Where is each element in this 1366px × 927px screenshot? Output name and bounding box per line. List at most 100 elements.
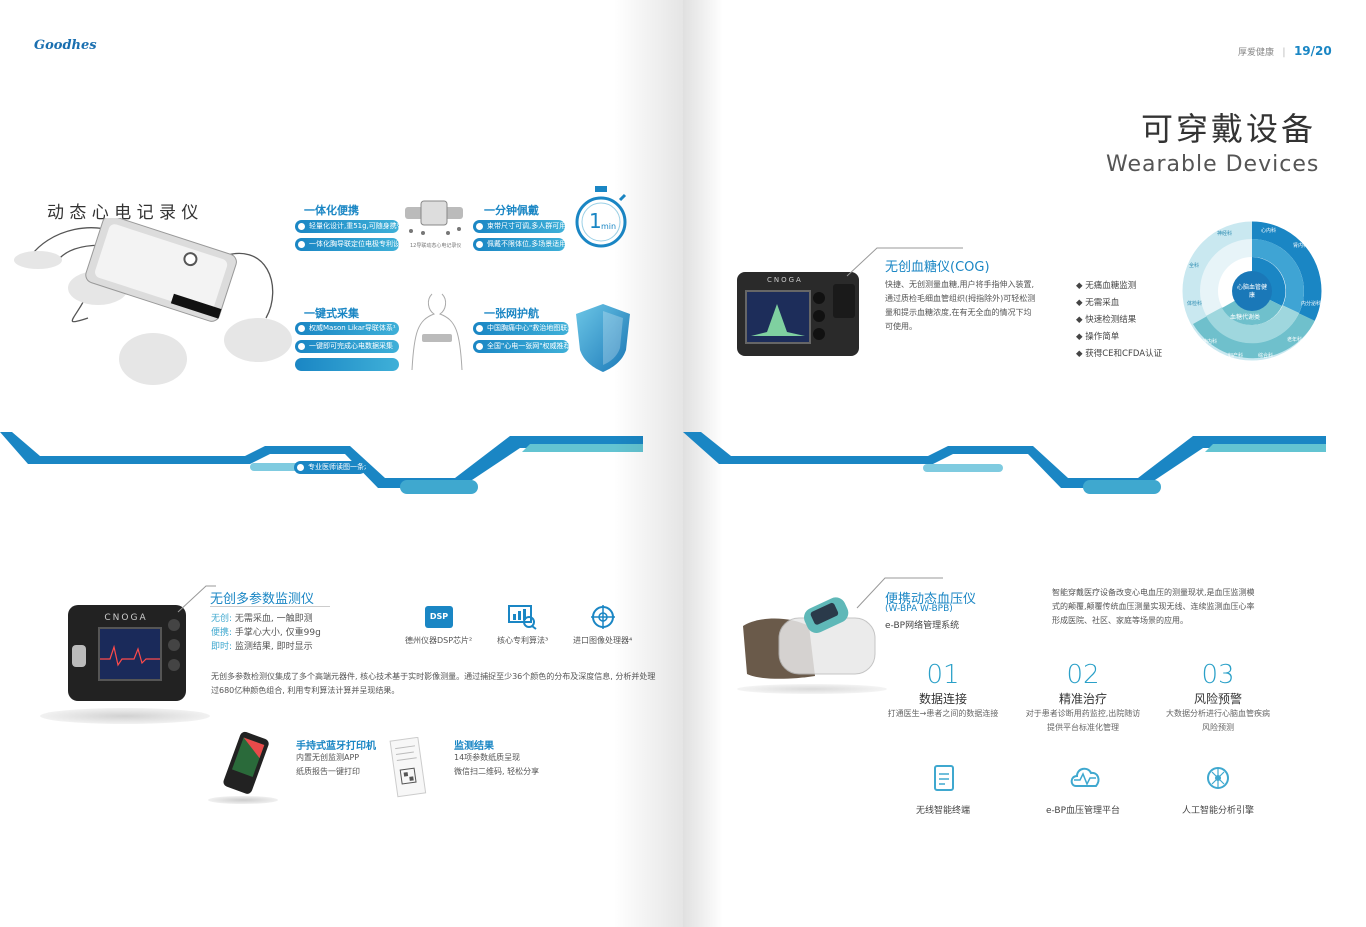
feature-network-item-1: 中国胸痛中心"救治地图联网 (473, 322, 569, 335)
dsp-chip-icon: DSP (425, 606, 453, 628)
feature-3-desc-line-1: 大数据分析进行心脑血管疾病 (1166, 709, 1270, 718)
cog-callout-line (846, 247, 963, 277)
cloud-platform-icon (1070, 767, 1100, 787)
bp-monitor-image (743, 597, 876, 679)
wheel-center-label: 心脑血管健康 (1237, 284, 1268, 299)
feature-portable-item-2: 一体化胸导联定位电极专利设计 (295, 238, 399, 251)
monitor-line-2-value: 手掌心大小, 仅重99g (234, 628, 321, 638)
cloud-platform-label: e-BP血压管理平台 (1045, 806, 1121, 816)
feature-2-title: 精准治疗 (1058, 692, 1107, 706)
feature-3-desc-line-2: 风险预测 (1202, 723, 1234, 732)
bp-desc-line-2: 式的颠覆,颠覆传统血压测量实现无线、连续监测血压心率 (1052, 602, 1255, 611)
printer-line-1: 内置无创监测APP (296, 753, 360, 762)
stopwatch-icon: 1 min (572, 184, 630, 250)
cog-device-brand: CNOGA (767, 276, 803, 284)
bp-device-shadow (737, 684, 887, 694)
wheel-label-6: 妇产科 (1228, 353, 1244, 359)
monitor-title: 无创多参数监测仪 (210, 592, 315, 607)
wheel-label-4: 老年科 (1287, 337, 1303, 343)
decorative-band (683, 432, 1326, 494)
page-fold-shadow (683, 0, 723, 927)
feature-2-number: 02 (1066, 660, 1100, 690)
wireless-terminal-icon (934, 765, 954, 791)
ecg-recorder-illustration (14, 218, 292, 385)
cog-bullet-5: ◆ 获得CE和CFDA认证 (1076, 349, 1163, 359)
result-line-2: 微信扫二维码, 轻松分享 (454, 767, 540, 776)
feature-1-desc: 打通医生→患者之间的数据连接 (887, 709, 999, 718)
monitor-line-1-key: 无创: (211, 614, 233, 624)
wheel-label-5: 综合科 (1258, 353, 1274, 359)
wheel-label-8: 体检科 (1187, 301, 1203, 307)
ai-brain-icon (1207, 767, 1229, 789)
timer-number: 1 (589, 209, 602, 233)
result-desc: 14项参数纸质呈现 微信扫二维码, 轻松分享 (454, 751, 539, 779)
feature-portable-item-1: 轻量化设计,重51g,可随身携带 (295, 220, 399, 233)
feature-3-title: 风险预警 (1193, 692, 1242, 706)
cog-bullet-4: ◆ 操作简单 (1076, 332, 1120, 342)
bp-model: (W-BPA W-BPB) (885, 604, 953, 614)
receipt-image (389, 737, 427, 798)
feature-risk-warning: 03 风险预警 大数据分析进行心脑血管疾病 风险预测 (1153, 660, 1283, 735)
feature-1-number: 01 (926, 660, 960, 690)
feature-precise-treatment: 02 精准治疗 对于患者诊断用药监控,出院随访 提供平台标准化管理 (1013, 660, 1153, 735)
feature-one-click-item-2: 一键即可完成心电数据采集 (295, 340, 399, 353)
printer-desc: 内置无创监测APP 纸质报告一键打印 (296, 751, 360, 779)
printer-shadow (208, 796, 278, 804)
cog-device-screen (745, 290, 811, 344)
department-wheel-diagram (1181, 220, 1323, 362)
feature-one-minute-item-1: 束带尺寸可调,多人群可用 (473, 220, 565, 233)
feature-1-title: 数据连接 (918, 692, 967, 706)
right-page: 厚爱健康 | 19/20 可穿戴设备 Wearable Devices CNOG… (683, 0, 1366, 927)
result-line-1: 14项参数纸质呈现 (454, 753, 521, 762)
feature-one-minute-title: 一分钟佩戴 (484, 204, 539, 217)
brand-label: 厚爱健康 (1238, 48, 1275, 58)
wheel-label-1: 心内科 (1261, 228, 1277, 234)
monitor-description-line-2: 过680亿种颜色组合, 利用专利算法计算并呈现结果。 (211, 686, 400, 695)
left-page: Goodhes 动 态 心 电 记 录 仪 一体化便携 轻量化设计,重51g,可… (0, 0, 683, 927)
bp-desc-line-3: 形成医院、社区、家庭等场景的应用。 (1052, 616, 1188, 625)
wheel-label-2: 肾内科 (1293, 243, 1309, 249)
monitor-line-2-key: 便携: (211, 628, 233, 638)
algorithm-icon (508, 605, 537, 630)
cog-desc-line-3: 量和提示血糖浓度,在有无全血的情况下均 (885, 308, 1032, 317)
page-fold-shadow (613, 0, 683, 927)
result-title: 监测结果 (454, 741, 494, 752)
timer-unit: min (601, 222, 617, 231)
bp-subtitle: e-BP网络管理系统 (885, 621, 960, 631)
monitor-line-1-value: 无需采血, 一触即测 (234, 614, 313, 624)
cog-bullet-list: ◆ 无痛血糖监测 ◆ 无需采血 ◆ 快速检测结果 ◆ 操作简单 ◆ 获得CE和C… (1076, 278, 1162, 363)
feature-one-click-title: 一键式采集 (304, 307, 359, 320)
monitor-line-3-key: 即时: (211, 642, 233, 652)
cog-bullet-1: ◆ 无痛血糖监测 (1076, 281, 1137, 291)
cog-device-image: CNOGA (737, 272, 859, 356)
bluetooth-printer-image (223, 731, 269, 794)
monitor-line-3: 即时: 监测结果, 即时显示 (211, 640, 313, 655)
monitor-line-2: 便携: 手掌心大小, 仅重99g (211, 626, 321, 641)
band-pill: 专业医师读图一条龙 (294, 461, 366, 474)
shield-icon (576, 304, 630, 372)
feature-data-connection: 01 数据连接 打通医生→患者之间的数据连接 (878, 660, 1008, 721)
cog-desc-line-1: 快捷、无创测量血糖,用户将手指伸入装置, (885, 280, 1035, 289)
callout-line (177, 585, 216, 613)
brand-logo: Goodhes (34, 38, 97, 53)
feature-network-title: 一张网护航 (484, 307, 539, 320)
feature-network-item-2: 全国"心电一张网"权威推荐 (473, 340, 569, 353)
wheel-label-7: 神内科 (1202, 339, 1218, 345)
cog-title: 无创血糖仪(COG) (885, 260, 990, 275)
page-number: 19/20 (1293, 44, 1332, 58)
feature-portable-title: 一体化便携 (304, 204, 359, 217)
cog-description: 快捷、无创测量血糖,用户将手指伸入装置, 通过质检毛细血管组织(拇指除外)可轻松… (885, 278, 1055, 334)
decorative-bar (295, 358, 399, 371)
monitor-brand: CNOGA (104, 613, 148, 623)
wireless-terminal-label: 无线智能终端 (915, 806, 970, 816)
algorithm-label: 核心专利算法³ (497, 636, 549, 645)
bp-desc-line-1: 智能穿戴医疗设备改变心电血压的测量现状,是血压监测模 (1052, 588, 1255, 597)
image-processor-label: 进口图像处理器⁴ (573, 636, 633, 645)
monitor-description-line-1: 无创多参数检测仪集成了多个高端元器件, 核心技术基于实时影像测量。通过捕捉至少3… (211, 672, 656, 681)
wheel-label-3: 内分泌科 (1301, 301, 1322, 307)
monitor-line-3-value: 监测结果, 即时显示 (234, 642, 313, 652)
bp-callout-line (856, 577, 943, 609)
monitor-line-1: 无创: 无需采血, 一触即测 (211, 612, 313, 627)
bp-description: 智能穿戴医疗设备改变心电血压的测量现状,是血压监测模 式的颠覆,颠覆传统血压测量… (1052, 586, 1312, 628)
belt-device-image (405, 200, 463, 235)
